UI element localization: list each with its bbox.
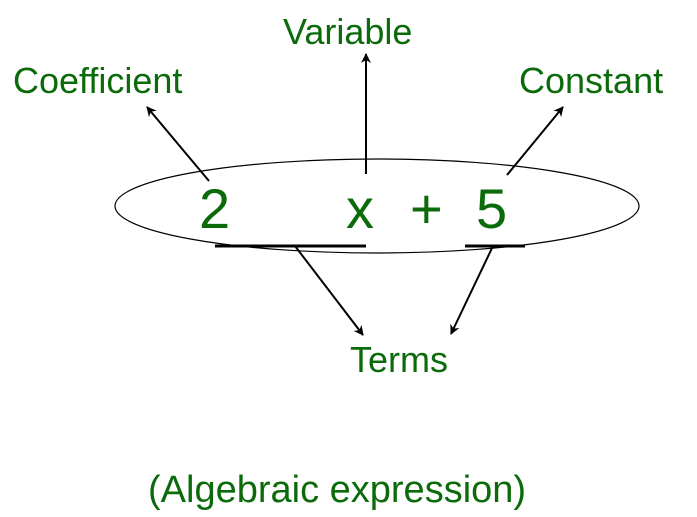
coefficient-label: Coefficient (13, 60, 182, 101)
term2-arrow (450, 245, 494, 335)
constant-arrow (506, 106, 564, 176)
constant-value: 5 (476, 177, 507, 240)
coefficient-value: 2 (199, 177, 230, 240)
caption: (Algebraic expression) (148, 469, 526, 511)
term1-arrow (294, 245, 364, 336)
terms-label: Terms (350, 339, 448, 380)
constant-label: Constant (519, 60, 663, 101)
variable-value: x (346, 177, 374, 240)
coefficient-arrow (146, 106, 210, 182)
expression-ellipse (114, 158, 640, 254)
plus-operator: + (410, 177, 443, 240)
variable-label: Variable (283, 11, 412, 52)
